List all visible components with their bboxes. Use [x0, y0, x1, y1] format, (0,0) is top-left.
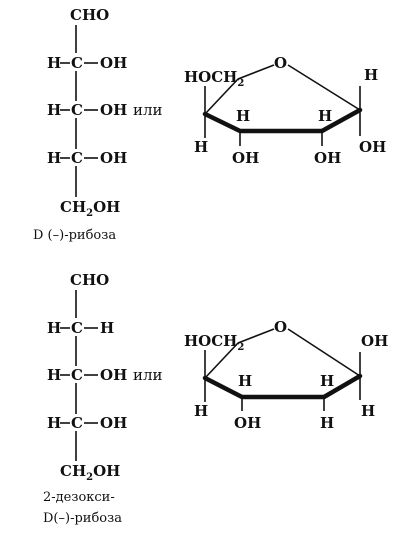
- c1-bottom-substituent: H: [361, 402, 375, 420]
- c5-group: HOCH2: [184, 68, 244, 89]
- fischer-projection-ribose: CHO H C OH H C OH H C OH C: [47, 6, 127, 219]
- c2-bottom-substituent: H: [320, 414, 334, 432]
- carbon-atom: C: [71, 414, 83, 432]
- left-substituent: H: [47, 54, 61, 72]
- aldehyde-group: CHO: [70, 271, 109, 289]
- right-substituent: OH: [100, 54, 127, 72]
- molecule-ribose: CHO H C OH H C OH H C OH C: [33, 6, 386, 243]
- c4-substituent: H: [194, 402, 208, 420]
- ring-bond: [287, 328, 361, 377]
- connector-word: или: [133, 101, 163, 119]
- ring-oxygen: O: [274, 54, 287, 72]
- carbon-atom: C: [71, 54, 83, 72]
- c1-top-substituent: H: [364, 66, 378, 84]
- left-substituent: H: [47, 319, 61, 337]
- ring-oxygen: O: [274, 318, 287, 336]
- c3-top-substituent: H: [238, 372, 252, 390]
- hydroxymethyl-group: CH2OH: [60, 462, 120, 483]
- c2-bottom-substituent: OH: [314, 149, 341, 167]
- carbon-atom: C: [71, 366, 83, 384]
- c1-top-substituent: OH: [361, 332, 388, 350]
- c4-substituent: H: [194, 138, 208, 156]
- connector-word: или: [133, 366, 163, 384]
- left-substituent: H: [47, 101, 61, 119]
- ring-bond: [287, 64, 361, 111]
- molecule-deoxyribose: CHO H C H H C OH H C OH CH: [43, 271, 388, 526]
- c3-bottom-substituent: OH: [234, 414, 261, 432]
- carbon-atom: C: [71, 149, 83, 167]
- haworth-ring-ribose: O HOCH2 H H OH H OH H OH: [184, 54, 386, 167]
- right-substituent: OH: [100, 149, 127, 167]
- ring-bond: [237, 328, 275, 344]
- hydroxymethyl-group: CH2OH: [60, 198, 120, 219]
- left-substituent: H: [47, 414, 61, 432]
- compound-name: D (–)-рибоза: [33, 228, 116, 243]
- c5-group: HOCH2: [184, 332, 244, 353]
- c3-top-substituent: H: [236, 107, 250, 125]
- ring-bond: [204, 78, 239, 115]
- ring-front-edge: [202, 373, 363, 400]
- compound-name-line-1: 2-дезокси-: [43, 490, 115, 505]
- ring-bond: [237, 64, 275, 80]
- ring-front-edge: [202, 107, 363, 134]
- left-substituent: H: [47, 366, 61, 384]
- aldehyde-group: CHO: [70, 6, 109, 24]
- carbon-atom: C: [71, 319, 83, 337]
- c3-bottom-substituent: OH: [232, 149, 259, 167]
- right-substituent: H: [100, 319, 114, 337]
- c2-top-substituent: H: [318, 107, 332, 125]
- c1-bottom-substituent: OH: [359, 138, 386, 156]
- compound-name-line-2: D(–)-рибоза: [43, 511, 122, 526]
- haworth-ring-deoxyribose: O HOCH2 H OH H H OH H H: [184, 318, 388, 432]
- fischer-projection-deoxyribose: CHO H C H H C OH H C OH CH: [47, 271, 127, 483]
- right-substituent: OH: [100, 414, 127, 432]
- carbon-atom: C: [71, 101, 83, 119]
- left-substituent: H: [47, 149, 61, 167]
- c2-top-substituent: H: [320, 372, 334, 390]
- right-substituent: OH: [100, 366, 127, 384]
- right-substituent: OH: [100, 101, 127, 119]
- ring-bond: [204, 342, 239, 379]
